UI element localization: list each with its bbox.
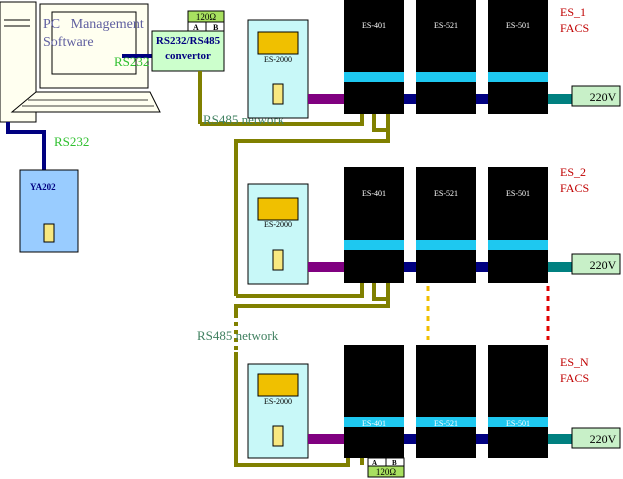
pc-computer: PC Management Software [0, 1, 161, 123]
purple-link [308, 434, 344, 444]
es2000-display [257, 31, 299, 55]
power-box [571, 85, 621, 107]
bottom-terminal-a: A [372, 459, 377, 467]
power-box [571, 427, 621, 449]
pc-keyboard [10, 91, 161, 113]
power-label: 220V [590, 258, 617, 272]
module-es521 [416, 167, 476, 283]
module-es501 [488, 345, 548, 458]
module-es501 [488, 0, 548, 114]
ya202-indicator [43, 223, 55, 243]
converter-terminal-a: A [193, 23, 199, 32]
converter-terminal-b: B [213, 23, 219, 32]
rs232-top-label: RS232 [114, 54, 149, 69]
group-label-line2: FACS [560, 21, 589, 35]
facs-row-2: ES-2000 ES-401 ES-521 ES-501 220V ES_2 F… [247, 165, 621, 285]
module-es401 [344, 167, 404, 283]
navy-link [404, 434, 416, 444]
navy-link [476, 94, 488, 104]
bottom-terminator: A B 120Ω [367, 457, 405, 478]
rs485-bus [198, 71, 390, 467]
bus-segment [372, 283, 390, 301]
module-label: ES-501 [506, 189, 530, 198]
pc-tower [0, 1, 37, 123]
module-label: ES-401 [362, 189, 386, 198]
rs232-rs485-converter: 120Ω A B RS232/RS485 convertor [151, 10, 225, 72]
navy-link [404, 94, 416, 104]
bottom-terminal-b: B [392, 459, 397, 467]
module-label: ES-401 [362, 419, 386, 428]
module-label: ES-501 [506, 21, 530, 30]
module-strip [488, 240, 548, 250]
module-strip [344, 240, 404, 250]
facs-row-1: ES-2000 ES-401 ES-521 ES-501 220V ES_1 F… [247, 0, 621, 119]
module-strip [344, 72, 404, 82]
converter-label-line2: convertor [165, 50, 211, 62]
pc-ya202-cable [6, 122, 46, 172]
bus-segment [234, 299, 390, 318]
es2000-button [272, 83, 284, 105]
group-label-line1: ES_N [560, 355, 589, 369]
module-label: ES-521 [434, 21, 458, 30]
group-label-line2: FACS [560, 371, 589, 385]
power-label: 220V [590, 432, 617, 446]
teal-link [548, 94, 572, 104]
ya202-device: YA202 [19, 169, 79, 253]
converter-label-line1: RS232/RS485 [156, 35, 221, 47]
bus-segment [234, 130, 390, 296]
converter-box [151, 30, 225, 72]
navy-link [476, 262, 488, 272]
navy-link [404, 262, 416, 272]
module-es401 [344, 345, 404, 458]
bottom-terminator-value: 120Ω [376, 467, 397, 477]
navy-link [476, 434, 488, 444]
facs-row-n: ES-2000 ES-401 ES-521 ES-501 220V ES_N F… [247, 345, 621, 459]
module-es521 [416, 345, 476, 458]
teal-link [548, 434, 572, 444]
bus-segment [200, 114, 364, 126]
bus-segment [234, 352, 350, 467]
ya202-label: YA202 [30, 182, 56, 192]
group-label-line1: ES_2 [560, 165, 586, 179]
power-box [571, 253, 621, 275]
es2000-button [272, 249, 284, 271]
module-strip [344, 417, 404, 427]
group-label-line2: FACS [560, 181, 589, 195]
converter-terminator-value: 120Ω [196, 12, 217, 22]
pc-title-line1: PC Management [43, 17, 144, 32]
module-strip [488, 72, 548, 82]
module-strip [488, 417, 548, 427]
module-es501 [488, 167, 548, 283]
es2000-label: ES-2000 [264, 220, 292, 229]
rs485-network-label-2: RS485 network [197, 328, 279, 343]
module-es521 [416, 0, 476, 114]
pc-screen [51, 11, 137, 75]
purple-link [308, 94, 344, 104]
module-label: ES-521 [434, 189, 458, 198]
group-label-line1: ES_1 [560, 5, 586, 19]
es2000-display [257, 373, 299, 397]
bottom-terminator-resistor [367, 465, 405, 478]
power-label: 220V [590, 90, 617, 104]
bus-segment [372, 114, 390, 132]
module-strip [416, 417, 476, 427]
es2000-display [257, 197, 299, 221]
module-es401 [344, 0, 404, 114]
module-label: ES-501 [506, 419, 530, 428]
rs232-left-label: RS232 [54, 134, 89, 149]
es2000-button [272, 425, 284, 447]
pc-title-line2: Software [43, 35, 94, 50]
purple-link [308, 262, 344, 272]
module-strip [416, 72, 476, 82]
es2000-label: ES-2000 [264, 55, 292, 64]
bus-segment [236, 283, 364, 298]
module-strip [416, 240, 476, 250]
es2000-label: ES-2000 [264, 397, 292, 406]
teal-link [548, 262, 572, 272]
module-label: ES-521 [434, 419, 458, 428]
module-label: ES-401 [362, 21, 386, 30]
